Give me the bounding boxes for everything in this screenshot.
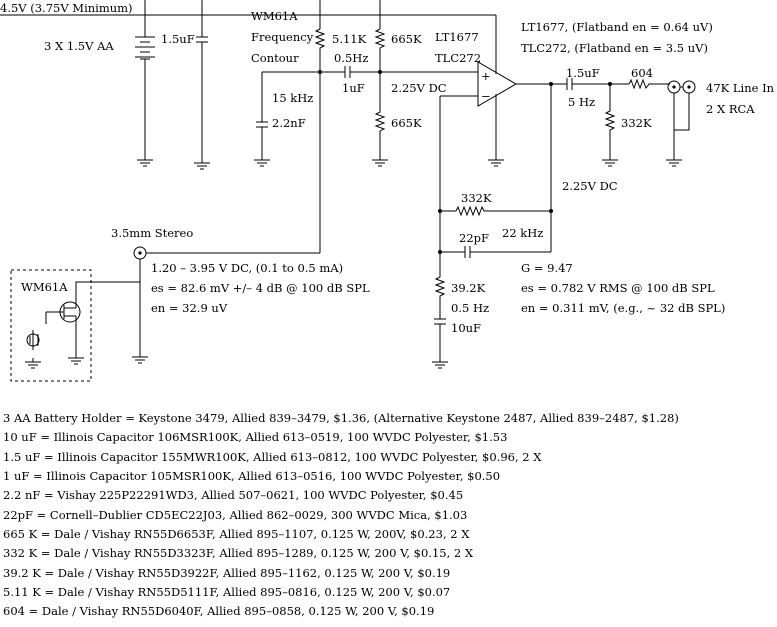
cap22n-ground-icon [254,159,270,167]
jack-label: 3.5mm Stereo [111,226,193,240]
parts-list-item: 10 uF = Illinois Capacitor 106MSR100K, A… [3,430,508,445]
r-392k-label: 39.2K [451,281,486,295]
note-tlc-label: TLC272, (Flatband en = 3.5 uV) [521,41,708,55]
junction-dot [378,70,382,74]
supply-cap-label: 1.5uF [161,32,195,46]
r-665k-top-label: 665K [391,32,422,46]
capacitor-1p5uf-out [566,78,629,90]
capacitor-22nf [256,121,268,160]
capacitor-22pf [464,246,471,258]
junction-dot [549,82,553,86]
r-332k-out-label: 332K [621,116,652,130]
r-665k-bot-label: 665K [391,116,422,130]
parts-list-item: 665 K = Dale / Vishay RN55D6653F, Allied… [3,527,470,542]
out-es-label: es = 0.782 V RMS @ 100 dB SPL [521,281,715,295]
rca-ground-icon [666,159,682,167]
mic-ground-icon [25,357,84,369]
divider-ground-icon [372,159,388,167]
cap-ground-icon [194,162,210,170]
out-dc-label: 2.25V DC [562,179,618,193]
rc-ground-icon [432,361,448,369]
parts-list-item: 604 = Dale / Vishay RN55D6040F, Allied 8… [3,604,435,619]
parts-list: 3 AA Battery Holder = Keystone 3479, All… [3,409,679,622]
opamp-plus-label: + [481,69,491,83]
junction-dot [549,209,553,213]
c-1uf-label: 1uF [342,81,365,95]
c-22nf-label: 2.2nF [272,116,306,130]
opamp-tlc-label: TLC272 [435,51,481,65]
mic-en-label: en = 32.9 uV [151,301,228,315]
parts-list-item: 5.11 K = Dale / Vishay RN55D5111F, Allie… [3,585,451,600]
capacitor-10uf [434,318,446,362]
c-22pf-label: 22pF [459,231,489,245]
r-604-label: 604 [631,66,653,80]
r-332k-fb-label: 332K [461,191,492,205]
resistor-332k-fb [455,205,485,217]
battery-label: 3 X 1.5V AA [44,39,114,53]
jfet-icon [46,281,140,358]
parts-list-item: 39.2 K = Dale / Vishay RN55D3922F, Allie… [3,565,451,580]
jack-ground-icon [132,356,148,364]
bias-label: 2.25V DC [391,81,447,95]
battery-symbol [135,36,155,60]
resistor-604 [628,78,670,90]
contour-wire [261,71,345,253]
out-ground-icon [602,159,618,167]
gain-label: G = 9.47 [521,261,573,275]
parts-list-item: 3 AA Battery Holder = Keystone 3479, All… [3,411,679,425]
capacitor-1uf [344,66,472,78]
mic-wire [139,252,320,357]
mic-title-label: WM61A [251,9,298,23]
freq-5hz-label: 5 Hz [568,95,595,109]
freq-05hz-label: 0.5Hz [334,51,368,65]
feedback-wire [439,84,552,253]
junction-dot [318,70,322,74]
junction-dot [438,209,442,213]
r-5k11-label: 5.11K [332,32,367,46]
contour-label-1: Frequency [251,30,314,44]
supply-label: 4.5V (3.75V Minimum) [0,1,133,15]
resistor-665k-top [374,28,386,72]
mic-dc-label: 1.20 – 3.95 V DC, (0.1 to 0.5 mA) [151,261,343,275]
supply-rail [0,0,497,163]
resistor-39k2 [434,252,446,319]
rca-label: 2 X RCA [706,102,755,116]
c-10uf-label: 10uF [451,321,481,335]
parts-list-item: 2.2 nF = Vishay 225P22291WD3, Allied 507… [3,488,464,503]
mic-box-label: WM61A [21,280,68,294]
resistor-332k-out [604,84,616,160]
parts-list-item: 1 uF = Illinois Capacitor 105MSR100K, Al… [3,469,501,484]
line-in-label: 47K Line In [706,81,775,95]
opamp-lt-label: LT1677 [435,30,479,44]
opamp-inputs [440,71,567,97]
freq-15khz-label: 15 kHz [272,91,313,105]
parts-list-item: 22pF = Cornell–Dublier CD5EC22J03, Allie… [3,507,468,522]
freq-22khz-label: 22 kHz [502,226,543,240]
stereo-jack-icon [133,246,147,260]
supply-capacitor [196,36,208,43]
mic-box [10,269,92,382]
parts-list-item: 1.5 uF = Illinois Capacitor 155MWR100K, … [3,449,542,464]
c-out-label: 1.5uF [566,66,600,80]
parts-list-item: 332 K = Dale / Vishay RN55D3323F, Allied… [3,546,474,561]
opamp-symbol [477,61,517,107]
junction-dot [608,82,612,86]
rca-connector-icon [667,80,696,160]
opamp-ground-icon [488,159,504,167]
capsule-icon [26,312,47,362]
mic-es-label: es = 82.6 mV +/– 4 dB @ 100 dB SPL [151,281,370,295]
out-en-label: en = 0.311 mV, (e.g., ~ 32 dB SPL) [521,301,725,315]
note-lt-label: LT1677, (Flatband en = 0.64 uV) [521,20,713,34]
resistor-665k-bot [374,72,386,160]
battery-ground-icon [137,159,153,167]
contour-label-2: Contour [251,51,299,65]
opamp-minus-label: − [481,89,491,103]
resistor-5k11 [314,28,326,72]
freq-05hz-b-label: 0.5 Hz [451,301,489,315]
